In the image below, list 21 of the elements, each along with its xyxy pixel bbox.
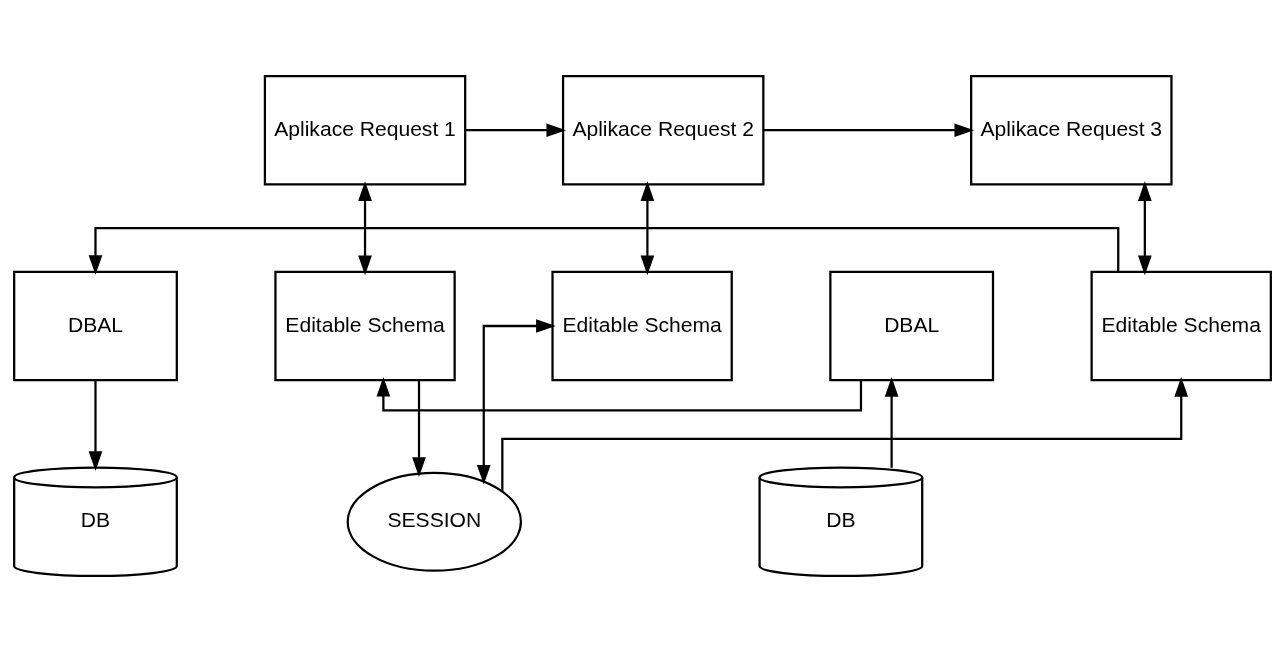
arrow [88, 380, 103, 471]
arrow [358, 181, 372, 276]
arrow [376, 376, 863, 412]
node-box: Aplikace Request 2 [561, 74, 765, 186]
node-box: DBAL [13, 270, 178, 382]
arrow [412, 380, 426, 477]
arrow [884, 377, 899, 468]
node-box: DBAL [829, 270, 995, 382]
arrow [465, 123, 567, 138]
arrow [476, 319, 556, 485]
arrow [88, 227, 1120, 275]
arrow [763, 123, 975, 138]
node-box: Editable Schema [1090, 270, 1272, 382]
node-box: Aplikace Request 3 [970, 74, 1173, 186]
arrow [1137, 181, 1152, 276]
node-box: Editable Schema [274, 270, 456, 382]
arrow [501, 377, 1189, 492]
node-box: Editable Schema [551, 270, 733, 382]
arrow [640, 181, 655, 276]
node-box: Aplikace Request 1 [263, 74, 467, 186]
node-ellipse: SESSION [346, 471, 523, 572]
